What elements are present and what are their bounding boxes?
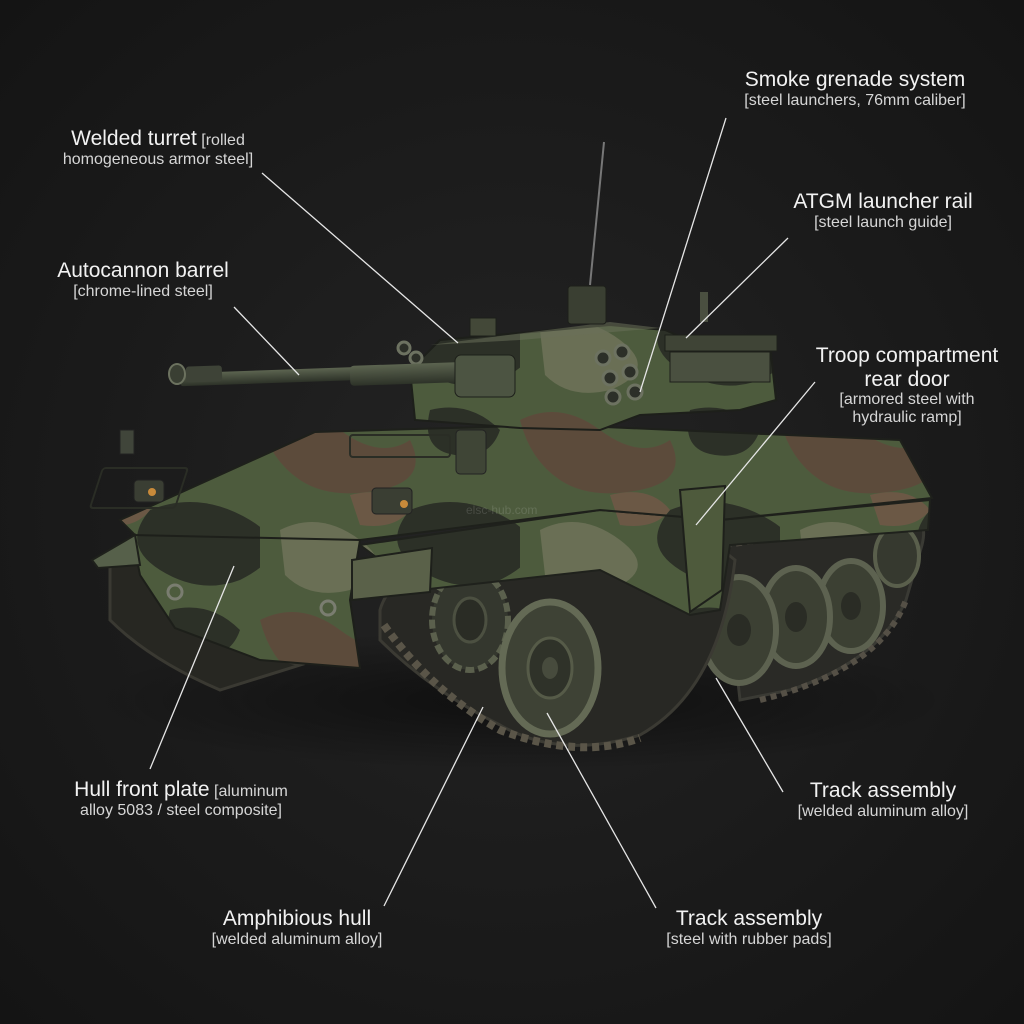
fender-left	[351, 546, 434, 602]
leader-lines	[149, 117, 816, 909]
front-fittings	[119, 429, 487, 617]
callout-turret-material: homogeneous armor steel]	[62, 150, 254, 168]
leader-autocannon	[233, 306, 300, 376]
hull-front-corner	[90, 533, 142, 570]
callout-amphibious-material: [welded aluminum alloy]	[211, 930, 383, 948]
leader-turret	[261, 172, 459, 344]
leader-troop-door	[695, 381, 816, 526]
callout-hull-front-plate: Hull front plate [aluminum alloy 5083 / …	[46, 778, 316, 819]
autocannon	[168, 354, 516, 398]
leader-track-bottom	[546, 712, 657, 909]
callout-troop-material-1: [armored steel with	[839, 391, 975, 409]
drive-sprocket	[429, 567, 511, 673]
antenna	[589, 141, 605, 286]
callout-turret-material-inline: [rolled	[201, 132, 245, 149]
callout-atgm-title: ATGM launcher rail	[793, 190, 973, 213]
callout-hull-front-material: alloy 5083 / steel composite]	[80, 801, 282, 819]
deck-hatch-2	[349, 434, 451, 458]
callout-hull-front-material-inline: [aluminum	[214, 783, 288, 800]
callout-troop-title-1: Troop compartment	[815, 344, 999, 367]
callout-smoke-title: Smoke grenade system	[744, 68, 966, 91]
callout-track-assembly-right: Track assembly [welded aluminum alloy]	[776, 779, 990, 820]
callout-track-right-title: Track assembly	[809, 779, 957, 802]
leader-amphibious	[383, 706, 484, 907]
callout-track-bottom-title: Track assembly	[675, 907, 823, 930]
callout-autocannon-barrel: Autocannon barrel [chrome-lined steel]	[48, 259, 238, 300]
leader-atgm	[685, 237, 789, 339]
callout-troop-material-2: hydraulic ramp]	[852, 408, 962, 426]
leader-hull-front	[149, 565, 235, 770]
callout-autocannon-material: [chrome-lined steel]	[73, 282, 213, 300]
callout-smoke-material: [steel launchers, 76mm caliber]	[744, 91, 966, 109]
road-wheels-front	[498, 598, 602, 738]
callout-troop-door: Troop compartment rear door [armored ste…	[806, 344, 1008, 427]
callout-track-bottom-material: [steel with rubber pads]	[666, 930, 832, 948]
watermark: elsc-hub.com	[466, 503, 538, 517]
hull-front-plate	[130, 533, 362, 670]
road-wheels-rear	[699, 524, 921, 686]
callout-smoke-grenade: Smoke grenade system [steel launchers, 7…	[720, 68, 990, 109]
leader-smoke	[639, 117, 727, 393]
atgm-rail	[664, 334, 778, 383]
smoke-launchers	[396, 340, 644, 406]
callout-track-assembly-bottom: Track assembly [steel with rubber pads]	[638, 907, 860, 948]
callout-autocannon-title: Autocannon barrel	[57, 259, 229, 282]
callout-amphibious-title: Amphibious hull	[222, 907, 372, 930]
leader-track-right	[715, 677, 784, 793]
deck-hatch-1	[89, 467, 189, 509]
callout-welded-turret: Welded turret [rolled homogeneous armor …	[38, 127, 278, 168]
callout-track-right-material: [welded aluminum alloy]	[797, 802, 969, 820]
callout-amphibious-hull: Amphibious hull [welded aluminum alloy]	[186, 907, 408, 948]
callout-troop-title-2: rear door	[864, 367, 950, 391]
callout-atgm-material: [steel launch guide]	[814, 213, 952, 231]
callout-hull-front-title: Hull front plate	[74, 778, 210, 801]
rear-door	[678, 484, 727, 614]
callout-turret-title: Welded turret	[71, 127, 197, 150]
callout-atgm-rail: ATGM launcher rail [steel launch guide]	[780, 190, 986, 231]
